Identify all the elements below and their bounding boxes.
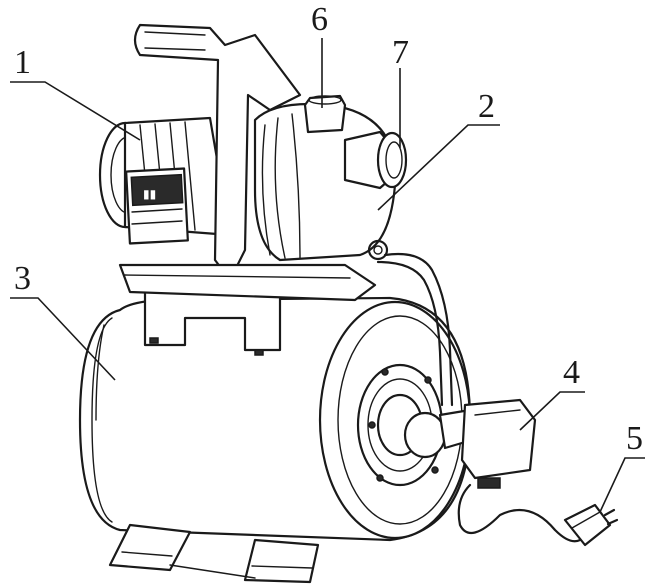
callout-6: 6 (311, 1, 328, 38)
pressure-tank (78, 288, 472, 584)
callout-7: 7 (392, 34, 409, 71)
pressure-switch (460, 398, 537, 489)
leader-2 (377, 124, 500, 211)
callout-5: 5 (626, 420, 643, 457)
inlet-port (343, 130, 408, 190)
leader-lines (10, 38, 645, 513)
motor: ▮▮ (98, 116, 232, 245)
callout-1: 1 (14, 44, 31, 81)
svg-text:▮▮: ▮▮ (143, 187, 156, 201)
callout-2: 2 (478, 88, 495, 125)
power-cord (457, 483, 619, 547)
leader-3 (10, 297, 116, 381)
leader-5 (599, 457, 645, 513)
carry-handle (118, 23, 377, 302)
leader-4 (519, 391, 585, 431)
filler-plug (303, 94, 347, 134)
callout-4: 4 (563, 354, 580, 391)
callout-3: 3 (14, 260, 31, 297)
leader-1 (10, 81, 141, 141)
